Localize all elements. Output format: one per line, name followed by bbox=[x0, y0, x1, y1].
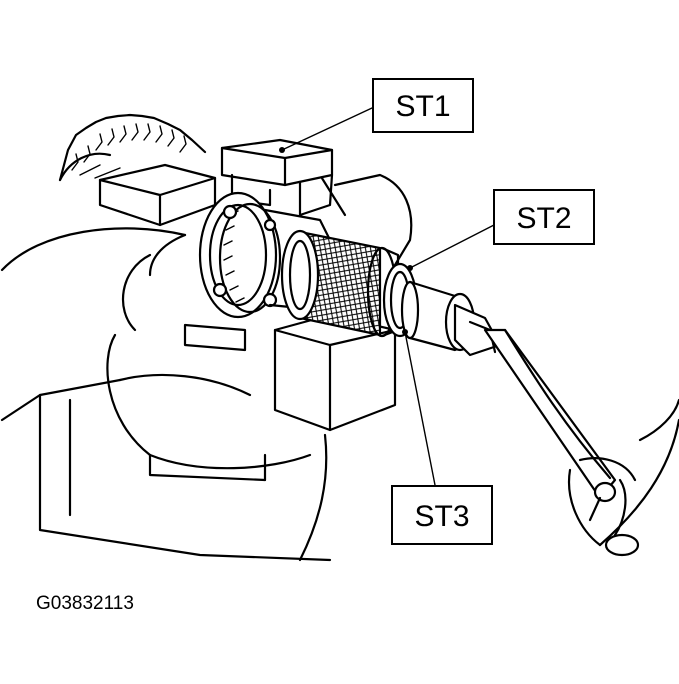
figure-id: G03832113 bbox=[36, 593, 134, 614]
callout-st1: ST1 bbox=[372, 78, 474, 133]
vise-jaws bbox=[98, 163, 413, 432]
st1-tool-block bbox=[220, 138, 334, 217]
st3-socket bbox=[382, 262, 502, 357]
wrench-handle bbox=[483, 328, 617, 503]
st2-knurled-sleeve bbox=[280, 229, 400, 338]
st2-leader-dot bbox=[407, 265, 413, 271]
callout-st3: ST3 bbox=[391, 485, 493, 545]
leader-lines bbox=[279, 107, 495, 486]
hand bbox=[567, 398, 679, 557]
callout-st2-label: ST2 bbox=[516, 202, 571, 235]
callout-st1-label: ST1 bbox=[395, 90, 450, 123]
gear-stack bbox=[58, 113, 207, 182]
callout-st3-label: ST3 bbox=[414, 500, 469, 533]
st1-leader-dot bbox=[279, 147, 285, 153]
flange-assembly bbox=[198, 191, 332, 319]
vise-body bbox=[0, 227, 332, 562]
callout-st2: ST2 bbox=[493, 189, 595, 245]
st3-leader-dot bbox=[402, 329, 408, 335]
